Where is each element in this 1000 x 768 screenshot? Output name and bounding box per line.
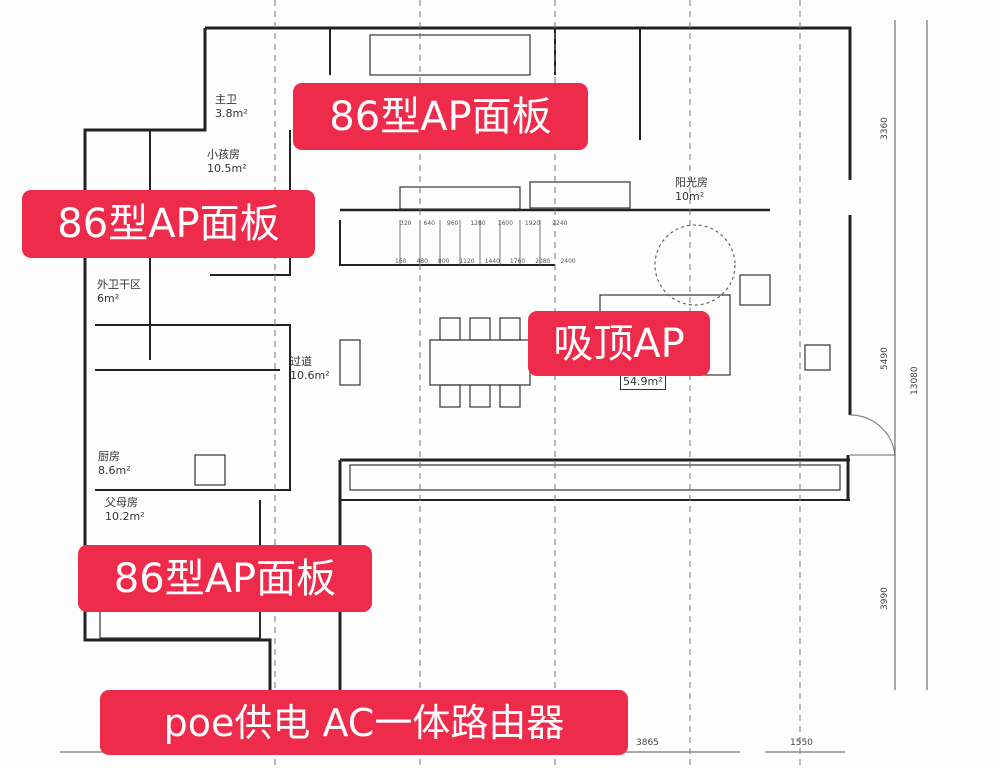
room-name: 过道 — [290, 355, 312, 368]
room-name: 小孩房 — [207, 148, 240, 161]
stair-number: 1440 — [484, 258, 500, 265]
dim-right-top: 3360 — [880, 117, 890, 140]
router-tag: poe供电 AC一体路由器 — [100, 690, 628, 755]
stair-number: 1280 — [470, 220, 486, 227]
room-area: 10.2m² — [105, 510, 145, 523]
ap-panel-tag-top: 86型AP面板 — [293, 83, 588, 150]
stair-number: 1760 — [509, 258, 526, 265]
room-name: 厨房 — [98, 450, 120, 463]
room-area: 3.8m² — [215, 107, 248, 120]
ap-panel-tag-bottom: 86型AP面板 — [78, 545, 372, 612]
dim-bottom-right: 1550 — [790, 738, 813, 748]
room-area: 8.6m² — [98, 464, 131, 477]
ceiling-ap-tag: 吸顶AP — [528, 311, 710, 376]
stair-number: 2240 — [552, 220, 568, 227]
room-area: 10.6m² — [290, 369, 330, 382]
stair-number: 2400 — [560, 258, 576, 265]
stair-number: 1600 — [497, 220, 513, 227]
room-living-area: 54.9m² — [620, 374, 666, 390]
room-name: 父母房 — [105, 496, 138, 509]
stair-number: 320 — [400, 220, 412, 227]
room-name: 主卫 — [215, 93, 237, 106]
room-area: 10m² — [675, 190, 705, 203]
stair-number: 160 — [395, 258, 407, 265]
stair-number: 960 — [446, 220, 459, 227]
room-area: 6m² — [97, 292, 120, 305]
room-name: 外卫干区 — [97, 278, 141, 291]
dim-bottom-left: 3865 — [636, 738, 659, 748]
room-name: 阳光房 — [675, 176, 708, 189]
dim-right-bottom: 3990 — [880, 587, 890, 610]
stair-number: 800 — [437, 258, 450, 265]
stair-bottom-numbers: 160 480 800 1120 1440 1760 2080 2400 — [395, 258, 576, 265]
stair-number: 480 — [416, 258, 428, 265]
stair-top-numbers: 320 640 960 1280 1600 1920 2240 — [400, 220, 567, 227]
dim-right-mid: 5490 — [880, 347, 890, 370]
dim-right-total: 13080 — [910, 366, 920, 395]
stair-number: 1120 — [459, 258, 475, 265]
stair-number: 2080 — [535, 258, 551, 265]
room-area: 10.5m² — [207, 162, 247, 175]
stair-number: 1920 — [524, 220, 541, 227]
ap-panel-tag-left: 86型AP面板 — [22, 190, 315, 258]
stair-number: 640 — [423, 220, 435, 227]
